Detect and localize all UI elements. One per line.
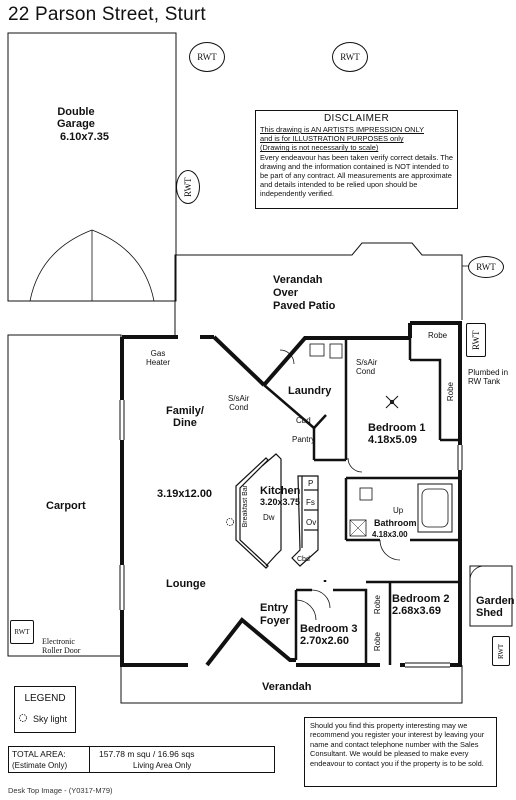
- breakfast-bar-label: Breakfast Bar: [242, 485, 249, 528]
- rainwater-tank-icon: RWT: [10, 620, 34, 644]
- robe-label: Robe: [373, 595, 382, 615]
- disclaimer-line: (Drawing is not necessarily to scale): [260, 143, 379, 153]
- front-verandah-outline: [120, 665, 463, 704]
- garage-dims: 6.10x7.35: [60, 131, 109, 143]
- family-dims: 3.19x12.00: [157, 488, 213, 500]
- area-label: TOTAL AREA:: [12, 749, 66, 759]
- area-value: 157.78 m squ / 16.96 sqs: [99, 749, 195, 759]
- cupboard-label: Cbd: [297, 556, 310, 563]
- disclaimer-heading: DISCLAIMER: [323, 113, 390, 124]
- ceiling-fan-icon: [385, 395, 399, 409]
- disclaimer-body: Every endeavour has been taken verify co…: [260, 152, 453, 199]
- family-dine-label: Family/ Dine: [166, 405, 204, 429]
- rainwater-tank-icon: RWT: [492, 636, 510, 666]
- up-label: Up: [393, 506, 404, 515]
- freestanding-label: Fs: [306, 498, 315, 507]
- verandah-patio-label: Verandah Over Paved Patio: [273, 274, 336, 312]
- bathtub-icon: [417, 483, 453, 533]
- kitchen-label: Kitchen: [260, 485, 301, 497]
- area-living: Living Area Only: [133, 761, 192, 770]
- legend-title: LEGEND: [24, 693, 66, 704]
- pantry-label: Pantry: [292, 435, 316, 444]
- garage-label: Double Garage: [57, 106, 95, 130]
- legend-skylight-label: Sky light: [33, 714, 68, 724]
- laundry-label: Laundry: [288, 385, 332, 397]
- bedroom-1-dims: 4.18x5.09: [368, 434, 417, 446]
- rainwater-tank-icon: RWT: [466, 323, 486, 357]
- rainwater-tank-icon: RWT: [189, 42, 225, 72]
- disclaimer-line: This drawing is AN ARTISTS IMPRESSION ON…: [260, 125, 425, 134]
- garage-door-arc-right: [91, 229, 155, 302]
- roller-door-label: Electronic Roller Door: [42, 637, 81, 655]
- carport-outline: [7, 334, 122, 657]
- kitchen-dims: 3.20x3.75: [260, 497, 301, 507]
- robe-label: Robe: [373, 632, 382, 652]
- page-title: 22 Parson Street, Sturt: [8, 4, 206, 25]
- pantry-cabinet-label: P: [308, 479, 314, 488]
- garden-shed-label: Garden Shed: [476, 595, 515, 619]
- verandah-label: Verandah: [262, 681, 312, 693]
- bedroom-3-dims: 2.70x2.60: [300, 635, 349, 647]
- bathroom-dims: 4.18x3.00: [372, 530, 408, 539]
- oven-label: Ov: [306, 518, 317, 527]
- kitchen-island: [235, 457, 269, 569]
- contact-note: Should you find this property interestin…: [304, 717, 497, 787]
- lounge-label: Lounge: [166, 578, 206, 590]
- rainwater-tank-icon: RWT: [332, 42, 368, 72]
- disclaimer-box: DISCLAIMER This drawing is AN ARTISTS IM…: [255, 110, 458, 209]
- garden-shed-outline: [469, 565, 513, 627]
- garage-door-arc-left: [29, 229, 93, 302]
- bedroom-1-label: Bedroom 1: [368, 422, 426, 434]
- robe-label: Robe: [428, 331, 448, 340]
- air-cond-label: S/sAir Cond: [228, 394, 250, 412]
- carport-label: Carport: [46, 500, 86, 512]
- entry-foyer-label: Entry Foyer: [260, 602, 290, 627]
- bedroom-2-dims: 2.68x3.69: [392, 605, 441, 617]
- skylight-icon: [226, 518, 234, 526]
- dishwasher-label: Dw: [263, 513, 275, 522]
- legend-box: LEGEND Sky light: [14, 686, 76, 733]
- kitchen-bench-east: [291, 475, 319, 567]
- air-cond-label: S/sAir Cond: [356, 358, 378, 376]
- footer-ref: Desk Top Image - (Y0317-M79): [8, 786, 113, 795]
- rainwater-tank-icon: RWT: [176, 170, 200, 204]
- robe-label: Robe: [446, 382, 455, 402]
- rw-tank-note: Plumbed in RW Tank: [468, 368, 509, 386]
- total-area-box: TOTAL AREA: (Estimate Only) 157.78 m squ…: [8, 746, 275, 773]
- disclaimer-line: and is for ILLUSTRATION PURPOSES only: [260, 134, 404, 144]
- bedroom-2-label: Bedroom 2: [392, 593, 450, 605]
- bedroom-3-label: Bedroom 3: [300, 623, 358, 635]
- patio-outline: [174, 242, 463, 337]
- rainwater-tank-icon: RWT: [468, 256, 504, 278]
- cupboard-label: Cbd: [296, 416, 311, 425]
- house-wall-west: [120, 337, 188, 667]
- skylight-icon: [19, 714, 27, 722]
- area-sub: (Estimate Only): [12, 761, 68, 770]
- bathroom-label: Bathroom: [374, 518, 417, 528]
- gas-heater-label: Gas Heater: [146, 349, 171, 367]
